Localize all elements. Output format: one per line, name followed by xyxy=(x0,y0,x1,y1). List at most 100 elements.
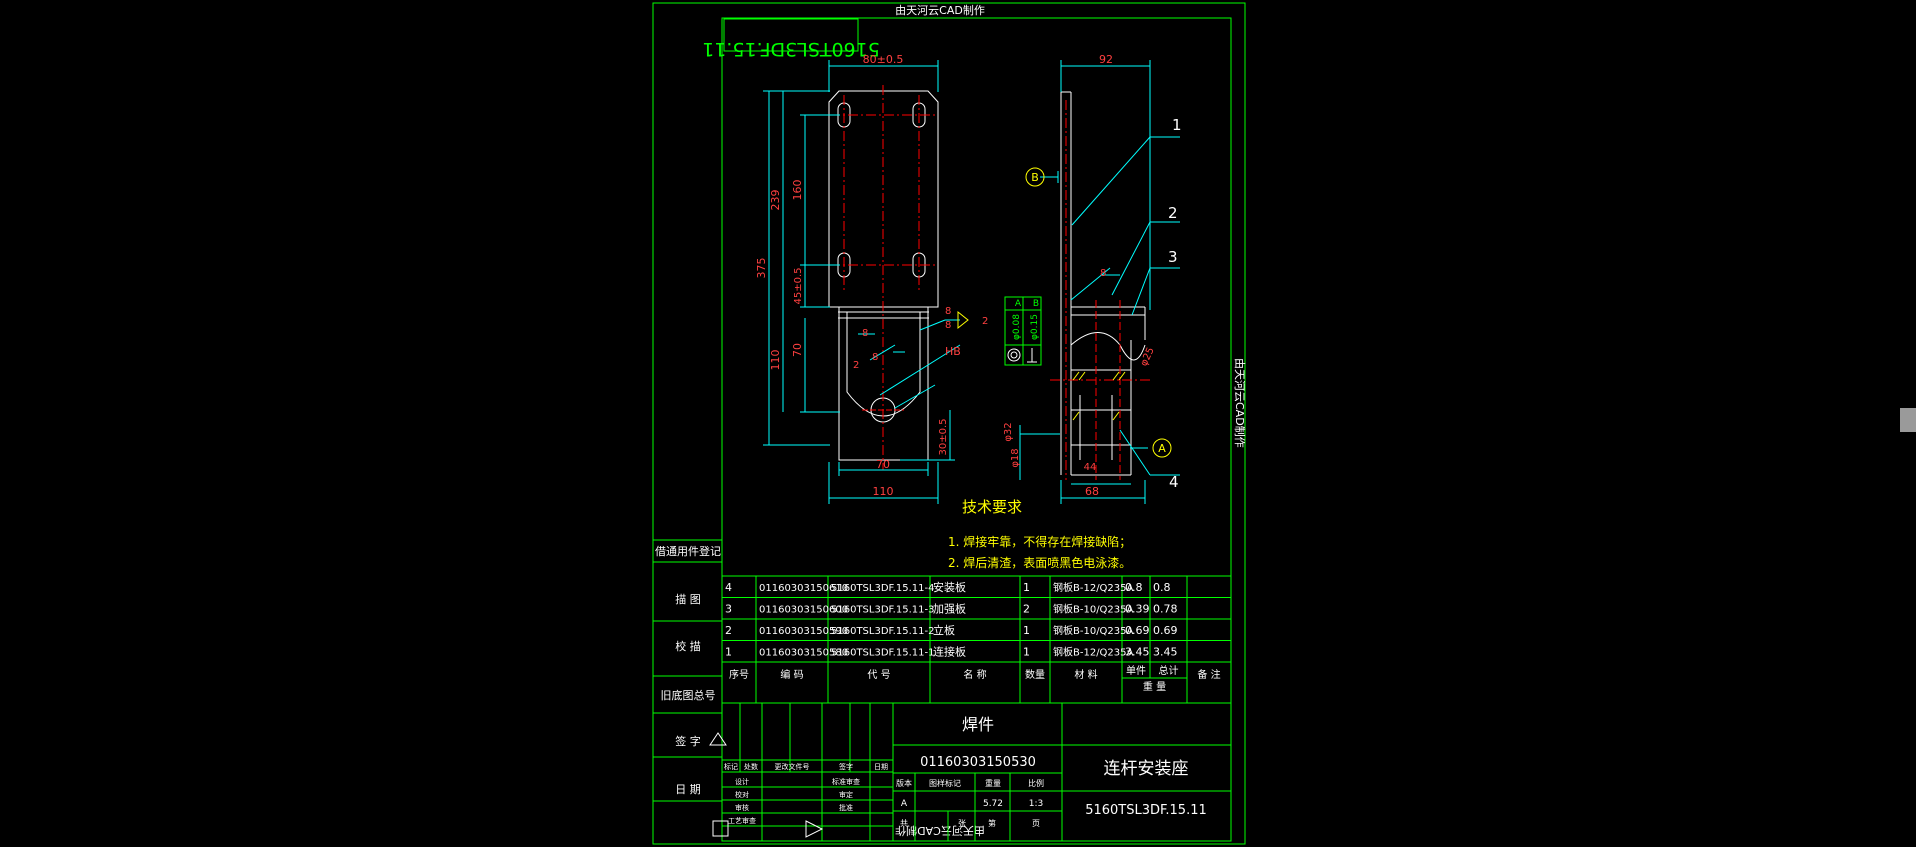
tol-value-2: φ0.15 xyxy=(1030,314,1040,340)
sheets-label: 共 xyxy=(900,819,908,828)
bom-cell-qty: 1 xyxy=(1023,646,1030,659)
datum-a: A xyxy=(1158,442,1166,455)
bom-cell-code: 01160303150590 xyxy=(759,626,848,637)
weight-label: 重量 xyxy=(985,778,1001,788)
sheet-unit-1: 张 xyxy=(958,819,966,828)
bom-cell-material: 钢板B-12/Q235A xyxy=(1053,581,1134,594)
projection-symbol-icon xyxy=(805,820,824,838)
weld-8-a: 8 xyxy=(862,328,868,339)
dim-dia18: φ18 xyxy=(1010,448,1021,467)
part-type: 焊件 xyxy=(962,715,994,734)
bom-header-code: 编 码 xyxy=(780,668,803,681)
weld-2-b: 2 xyxy=(982,316,988,327)
bom-cell-no: 4 xyxy=(725,581,732,594)
dim-92: 92 xyxy=(1099,53,1113,66)
dim-dia25: φ25 xyxy=(1139,346,1157,368)
dim-top-width: 80±0.5 xyxy=(863,53,904,66)
bom-cell-drawing: 5160TSL3DF.15.11-1 xyxy=(831,648,934,659)
bom-header-unit: 单件 xyxy=(1126,665,1146,677)
revision-triangle-icon xyxy=(709,732,727,746)
tol-ref-1: A xyxy=(1015,299,1022,309)
change-col-4: 签字 xyxy=(839,762,853,771)
bom-cell-name: 连接板 xyxy=(933,645,966,659)
dim-44: 44 xyxy=(1084,462,1097,473)
dim-110-vert: 110 xyxy=(769,350,782,371)
watermark-side: 由天河云CAD制作 xyxy=(1233,358,1247,448)
signer2-2: 审定 xyxy=(839,790,853,799)
bom-cell-unit: 0.69 xyxy=(1125,624,1150,637)
dim-160: 160 xyxy=(791,180,804,201)
dim-68: 68 xyxy=(1085,485,1099,498)
bom-header-name: 名 称 xyxy=(963,668,986,681)
tech-req-title: 技术要求 xyxy=(962,498,1022,516)
drawing-code-box-text: 5160TSL3DF.15.11 xyxy=(702,38,880,60)
callout-2: 2 xyxy=(1168,204,1178,222)
bom-cell-unit: 0.39 xyxy=(1125,603,1150,616)
change-col-3: 更改文件号 xyxy=(775,762,810,771)
label-hb: HB xyxy=(945,345,961,358)
bom-header-drawing: 代 号 xyxy=(867,669,890,681)
sheet-label: 第 xyxy=(988,818,996,828)
weld-8-c: 8 xyxy=(945,306,951,317)
bom-header-qty: 数量 xyxy=(1025,668,1045,681)
bom-cell-code: 01160303150600 xyxy=(759,605,848,616)
datum-b-circle xyxy=(1025,167,1045,187)
mark-label: 图样标记 xyxy=(929,778,961,788)
outer-frame xyxy=(652,2,1246,845)
bom-cell-total: 0.69 xyxy=(1153,624,1178,637)
bom-cell-drawing: 5160TSL3DF.15.11-4 xyxy=(831,583,934,594)
bom-cell-no: 1 xyxy=(725,646,732,659)
tech-req-1: 1. 焊接牢靠，不得存在焊接缺陷； xyxy=(948,534,1131,549)
bom-cell-drawing: 5160TSL3DF.15.11-2 xyxy=(831,626,934,637)
concentricity-icon xyxy=(1007,348,1021,362)
tol-value-1: φ0.08 xyxy=(1012,314,1022,340)
signer-1: 设计 xyxy=(735,777,749,786)
bom-cell-code: 01160303150580 xyxy=(759,648,848,659)
dim-70: 70 xyxy=(876,458,890,471)
bom-cell-name: 加强板 xyxy=(933,602,966,616)
change-col-5: 日期 xyxy=(874,763,888,771)
left-column xyxy=(653,539,722,802)
left-col-1: 借通用件登记 xyxy=(655,544,721,558)
dim-70-vert: 70 xyxy=(791,343,804,357)
weld-2-a: 2 xyxy=(853,360,859,371)
callout-1: 1 xyxy=(1172,116,1182,134)
bom-cell-qty: 1 xyxy=(1023,581,1030,594)
bom-cell-unit: 0.8 xyxy=(1125,581,1143,594)
code-box xyxy=(723,18,859,52)
left-col-3: 校 描 xyxy=(675,639,701,653)
tolerance-frames: φ0.08 φ0.15 A B xyxy=(1004,296,1042,366)
bom-cell-drawing: 5160TSL3DF.15.11-3 xyxy=(831,605,934,616)
datum-b: B xyxy=(1031,171,1039,184)
vertical-scrollbar-thumb[interactable] xyxy=(1900,408,1916,432)
scale-label: 比例 xyxy=(1028,778,1044,788)
callout-3: 3 xyxy=(1168,248,1178,266)
part-name: 连杆安装座 xyxy=(1104,759,1189,779)
bom-header-total: 总计 xyxy=(1159,664,1179,677)
corner-mark-icon xyxy=(712,820,729,837)
weld-8-e: 8 xyxy=(1100,268,1106,279)
rev-value: A xyxy=(901,799,908,809)
dim-239: 239 xyxy=(769,190,782,211)
weld-8-d: 8 xyxy=(945,320,951,331)
change-col-2: 处数 xyxy=(744,762,758,771)
bom-cell-total: 0.78 xyxy=(1153,603,1178,616)
bom-cell-material: 钢板B-10/Q235A xyxy=(1053,603,1134,616)
callout-4: 4 xyxy=(1169,473,1179,491)
left-col-2: 描 图 xyxy=(675,592,701,606)
dim-375: 375 xyxy=(755,258,768,279)
weight-value: 5.72 xyxy=(983,799,1003,809)
drawing-number: 5160TSL3DF.15.11 xyxy=(1085,803,1207,818)
bom-cell-total: 0.8 xyxy=(1153,581,1171,594)
signer-3: 审核 xyxy=(735,803,749,812)
signer2-1: 标准审查 xyxy=(832,777,860,786)
part-code: 01160303150530 xyxy=(920,755,1036,770)
tech-req-2: 2. 焊后清渣，表面喷黑色电泳漆。 xyxy=(948,555,1131,570)
bom-cell-unit: 3.45 xyxy=(1125,646,1150,659)
signer-2: 校对 xyxy=(735,790,749,799)
bom-cell-code: 01160303150610 xyxy=(759,583,848,594)
dim-dia32: φ32 xyxy=(1003,422,1014,441)
watermark-bottom: 由天河云CAD制作 xyxy=(895,824,985,838)
bom-header-note: 备 注 xyxy=(1197,668,1220,681)
weld-8-b: 8 xyxy=(872,352,878,363)
